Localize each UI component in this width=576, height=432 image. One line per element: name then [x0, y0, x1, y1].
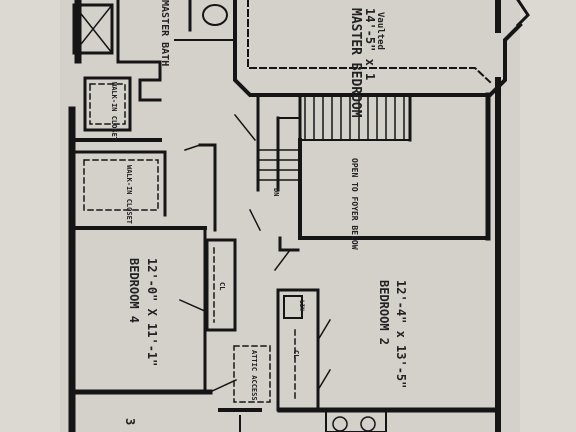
label-walk-in-closet-2: WALK-IN CLOSET — [125, 165, 133, 224]
label-linen: LIN — [298, 300, 305, 311]
label-closet-bedroom-2: CL — [292, 350, 300, 358]
hall-wall-upper — [138, 60, 162, 102]
bedroom-4-walls — [69, 226, 237, 395]
walk-in-closet-1-walls — [70, 76, 162, 142]
label-walk-in-closet-1: WALK-IN CLOSET — [110, 82, 118, 141]
label-open-to-foyer: OPEN TO FOYER BELOW — [350, 158, 359, 250]
label-master-bath: MASTER BATH — [159, 0, 170, 66]
label-attic-access: ATTIC ACCESS — [250, 350, 258, 401]
bottom-fixtures — [218, 408, 387, 432]
open-to-foyer-walls — [298, 92, 491, 241]
label-closet-bedroom-4: CL — [218, 282, 226, 290]
label-bedroom-4-size: 12'-0" X 11'-1" — [145, 258, 159, 366]
label-down: DN — [272, 188, 280, 196]
label-partial-room: 3 — [123, 418, 137, 425]
label-bedroom-2: BEDROOM 2 — [377, 280, 391, 345]
bedroom-4-closet — [179, 238, 237, 332]
attic-access-box — [233, 345, 271, 403]
hall-wall-mid — [233, 113, 262, 232]
label-master-bedroom-note: Vaulted — [375, 12, 385, 50]
label-bedroom-4: BEDROOM 4 — [127, 258, 141, 323]
bedroom-2-walls — [273, 236, 498, 413]
label-master-bedroom: MASTER BEDROOM — [348, 8, 363, 118]
walk-in-closet-2-walls — [70, 143, 217, 232]
staircase — [256, 93, 412, 192]
master-bath-walls — [72, 0, 236, 64]
label-master-bedroom-size: 14'-5" x 1 — [363, 8, 377, 80]
label-bedroom-2-size: 12'-4" x 13'-5" — [394, 280, 408, 388]
